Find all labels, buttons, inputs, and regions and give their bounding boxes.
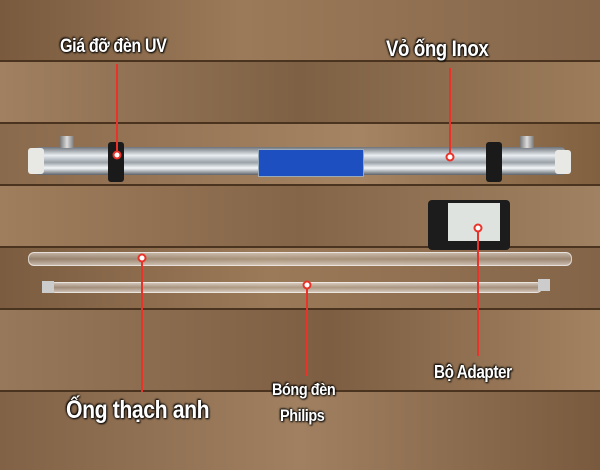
label-stainless-housing: Vỏ ống Inox [386,36,489,61]
end-cap [555,150,571,174]
label-adapter: Bộ Adapter [434,362,512,382]
inlet-port [60,136,74,148]
wood-plank [0,0,600,62]
outlet-port [520,136,534,148]
wood-plank [0,62,600,124]
quartz-sleeve [28,252,572,266]
end-cap [28,148,44,174]
label-uv-holder: Giá đỡ đèn UV [60,36,167,57]
wood-plank [0,310,600,392]
label-quartz-sleeve: Ống thạch anh [66,396,210,424]
bulb-cap [538,279,550,291]
adapter-label [448,203,500,241]
bulb-cap [42,281,54,293]
holder-clamp [486,142,502,182]
wood-plank [0,392,600,470]
label-bulb-line2: Philips [280,406,325,425]
product-sticker [258,149,364,177]
label-bulb-line1: Bóng đèn [272,380,336,399]
